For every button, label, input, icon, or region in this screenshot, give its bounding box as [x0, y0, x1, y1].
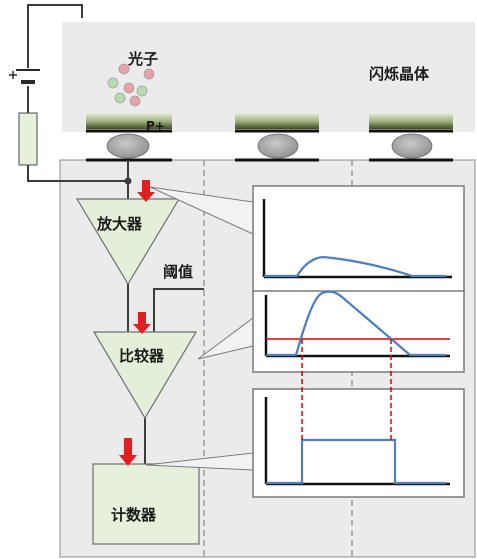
scintillator-crystals: [86, 112, 453, 133]
comparator-waveform-panel: [252, 290, 465, 373]
red-down-arrow-icon: [137, 180, 155, 202]
resistor-icon: [18, 112, 38, 166]
comparator-triangle: [92, 331, 198, 420]
digital-pulse-curve: [266, 438, 446, 485]
counter-waveform-panel: [252, 388, 465, 498]
scintillator-label: 闪烁晶体: [369, 65, 430, 83]
photodiodes: [86, 133, 453, 162]
amplifier-triangle: [75, 198, 181, 286]
gray-ellipse-icon: [391, 133, 433, 159]
threshold-guide-lines: [301, 339, 392, 441]
amplifier-waveform-panel: [252, 185, 465, 296]
bias-wire: [27, 4, 83, 68]
p-plus-label: P+: [146, 119, 165, 133]
comparator-signal-curve: [266, 290, 446, 357]
battery-icon: [9, 69, 40, 84]
photon-label: 光子: [127, 50, 158, 68]
threshold-label: 阈值: [163, 263, 193, 281]
counter-box: [92, 463, 200, 545]
photon-dots: [107, 63, 155, 107]
comparator-label: 比较器: [119, 347, 165, 365]
gray-ellipse-icon: [257, 133, 299, 159]
bias-wire-3: [27, 165, 128, 182]
gray-ellipse-icon: [106, 133, 150, 159]
callout-lines: [145, 186, 254, 471]
red-down-arrow-icon: [133, 312, 151, 334]
signal-wires: [124, 160, 204, 464]
counter-label: 计数器: [111, 506, 157, 524]
amplifier-label: 放大器: [96, 215, 143, 233]
amplified-signal-curve: [264, 255, 446, 278]
red-down-arrow-icon: [119, 438, 137, 466]
